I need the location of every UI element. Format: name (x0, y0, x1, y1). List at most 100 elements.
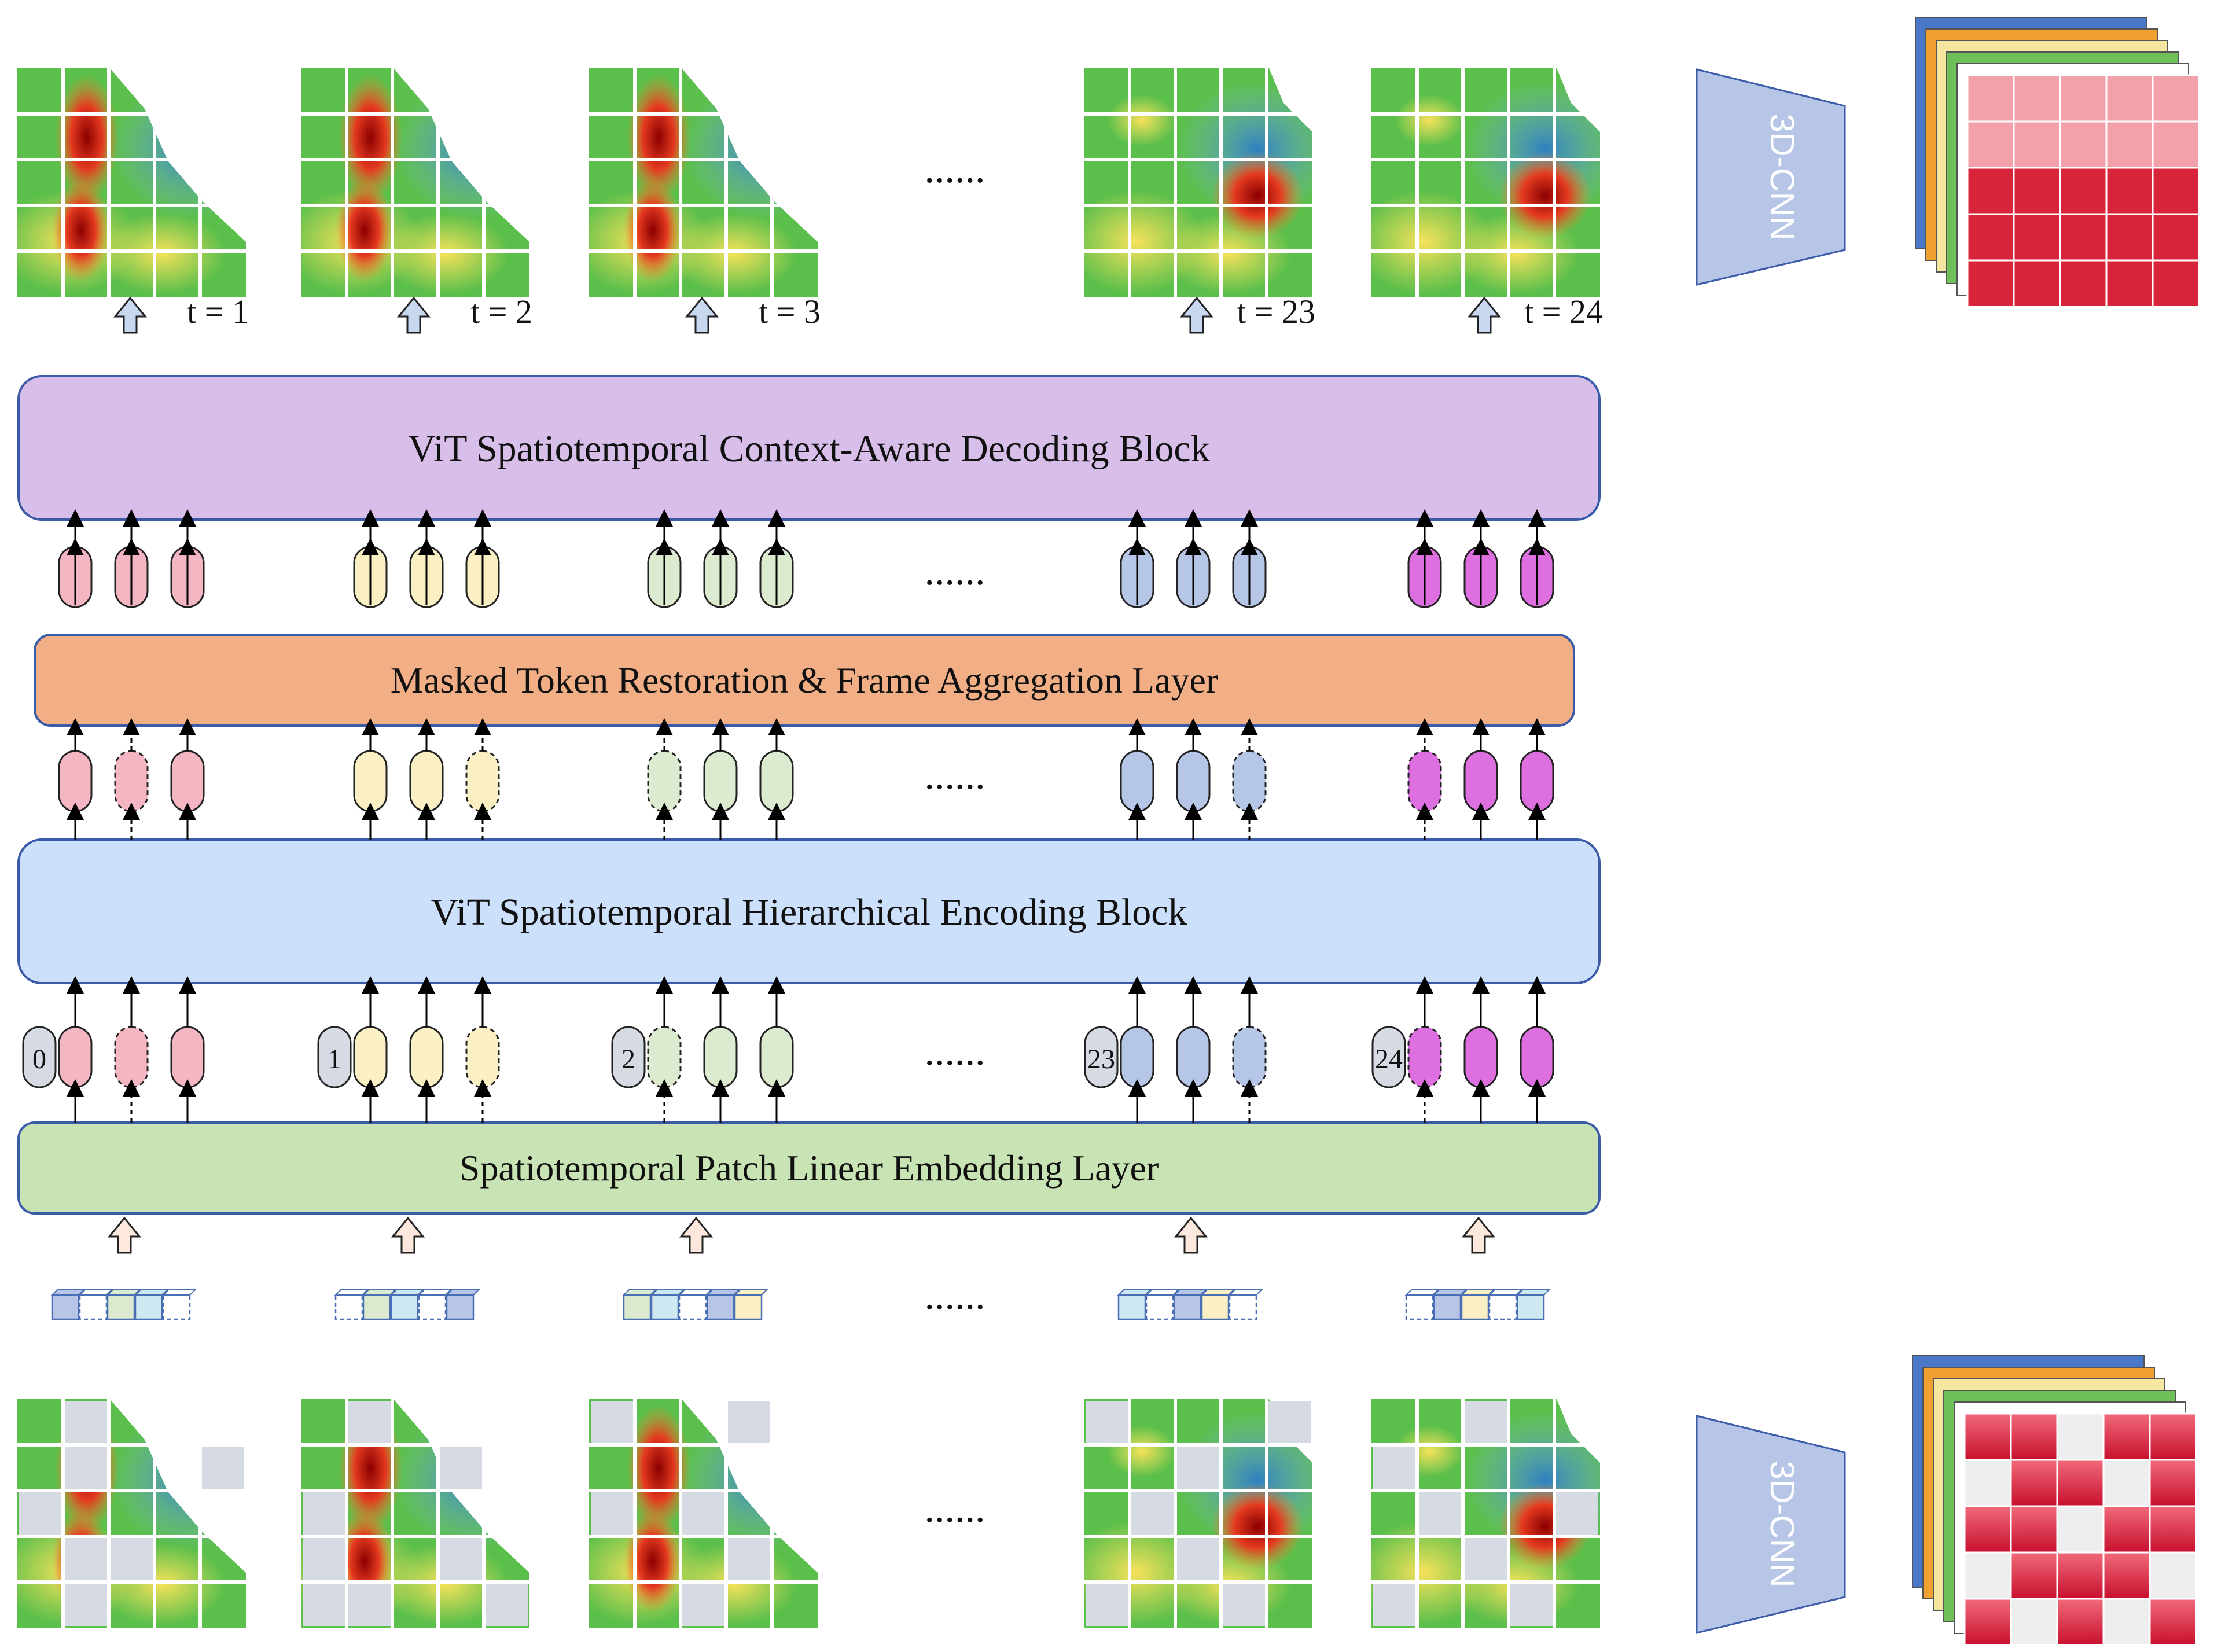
token (759, 750, 794, 812)
up-arrow (1174, 1216, 1208, 1254)
up-arrow (1461, 1216, 1496, 1254)
ellipsis-decoder-tokens: ...... (925, 549, 985, 594)
masked-patch (1086, 1401, 1128, 1443)
up-arrow (679, 1216, 714, 1254)
masked-patch (303, 1584, 345, 1626)
masked-patch (19, 1492, 61, 1535)
cnn-label-top: 3D-CNN (1763, 113, 1801, 240)
masked-patch (1556, 1492, 1598, 1535)
masked-patch (303, 1538, 345, 1580)
token (759, 1026, 794, 1088)
decoder-block-label: ViT Spatiotemporal Context-Aware Decodin… (408, 428, 1209, 470)
embedding-layer-label: Spatiotemporal Patch Linear Embedding La… (459, 1147, 1159, 1189)
heatmap-frame (1371, 1399, 1600, 1628)
masked-patch (303, 1492, 345, 1535)
masked-patch (591, 1492, 633, 1535)
token (353, 750, 388, 812)
position-token (317, 1026, 352, 1088)
up-arrow (113, 296, 148, 334)
heatmap-frame (1371, 68, 1600, 297)
patch-strip (1404, 1289, 1551, 1320)
masked-patch (1373, 1447, 1415, 1489)
token (1232, 1026, 1267, 1088)
decoder-block: ViT Spatiotemporal Context-Aware Decodin… (17, 375, 1601, 521)
position-index: 2 (621, 1044, 635, 1075)
token (114, 750, 149, 812)
position-token (1084, 1026, 1119, 1088)
ellipsis-top: ...... (925, 147, 985, 192)
embedding-layer: Spatiotemporal Patch Linear Embedding La… (17, 1121, 1601, 1215)
token (647, 750, 682, 812)
token (353, 1026, 388, 1088)
masked-patch (682, 1584, 724, 1626)
masked-patch (65, 1584, 107, 1626)
heatmap-frame (1084, 1399, 1312, 1628)
masked-patch (728, 1401, 770, 1443)
up-arrow (396, 296, 431, 334)
position-index: 23 (1087, 1044, 1115, 1075)
masked-patch (1131, 1492, 1174, 1535)
masked-patch (1177, 1538, 1219, 1580)
ellipsis-bottom: ...... (925, 1487, 985, 1531)
up-arrow (391, 1216, 425, 1254)
masked-patch (1177, 1447, 1219, 1489)
patch-strip (50, 1289, 197, 1320)
patch-strip (334, 1289, 481, 1320)
masked-patch (591, 1401, 633, 1443)
masked-patch (440, 1447, 482, 1489)
up-arrow (685, 296, 719, 334)
masked-patch (1419, 1492, 1461, 1535)
token (703, 750, 738, 812)
token (58, 750, 93, 812)
token (1176, 750, 1211, 812)
masked-patch (1086, 1584, 1128, 1626)
masked-patch (65, 1447, 107, 1489)
masked-patch (486, 1584, 528, 1626)
ellipsis-encoder-tokens: ...... (925, 753, 985, 798)
ellipsis-input-tokens: ...... (925, 1029, 985, 1074)
heatmap-frame (589, 68, 818, 297)
token (465, 750, 500, 812)
masked-patch (682, 1492, 724, 1535)
aggregation-layer: Masked Token Restoration & Frame Aggrega… (34, 634, 1575, 727)
patch-strip (622, 1289, 769, 1320)
masked-patch (202, 1447, 244, 1489)
up-arrow (107, 1216, 142, 1254)
token (170, 1026, 205, 1088)
heatmap-frame (17, 68, 246, 297)
token (703, 1026, 738, 1088)
masked-patch (348, 1584, 391, 1626)
masked-patch (1510, 1584, 1553, 1626)
time-label: t = 2 (470, 293, 532, 330)
heatmap-frame (301, 1399, 529, 1628)
aggregation-layer-label: Masked Token Restoration & Frame Aggrega… (391, 660, 1218, 701)
time-label: t = 24 (1524, 293, 1603, 330)
cnn-label-bottom: 3D-CNN (1763, 1460, 1801, 1587)
encoder-block: ViT Spatiotemporal Hierarchical Encoding… (17, 838, 1601, 984)
masked-patch (1373, 1584, 1415, 1626)
token (170, 750, 205, 812)
masked-patch (1465, 1401, 1507, 1443)
encoder-block-label: ViT Spatiotemporal Hierarchical Encoding… (431, 891, 1187, 933)
token (1120, 750, 1154, 812)
heatmap-frame (17, 1399, 246, 1628)
position-index: 0 (32, 1044, 46, 1075)
masked-input-stack (1912, 1355, 2197, 1646)
position-index: 24 (1375, 1044, 1403, 1075)
token (409, 750, 444, 812)
reconstructed-output-stack (1915, 17, 2200, 308)
masked-patch (440, 1538, 482, 1580)
ellipsis-patches: ...... (925, 1274, 985, 1318)
masked-patch (65, 1538, 107, 1580)
token (58, 1026, 93, 1088)
cnn-output: 3D-CNN (1696, 68, 1846, 286)
token (1407, 1026, 1442, 1088)
masked-patch (728, 1538, 770, 1580)
masked-patch (1268, 1401, 1311, 1443)
token (1232, 750, 1267, 812)
token (1520, 750, 1554, 812)
time-label: t = 3 (759, 293, 821, 330)
position-index: 1 (328, 1044, 341, 1075)
masked-patch (65, 1401, 107, 1443)
